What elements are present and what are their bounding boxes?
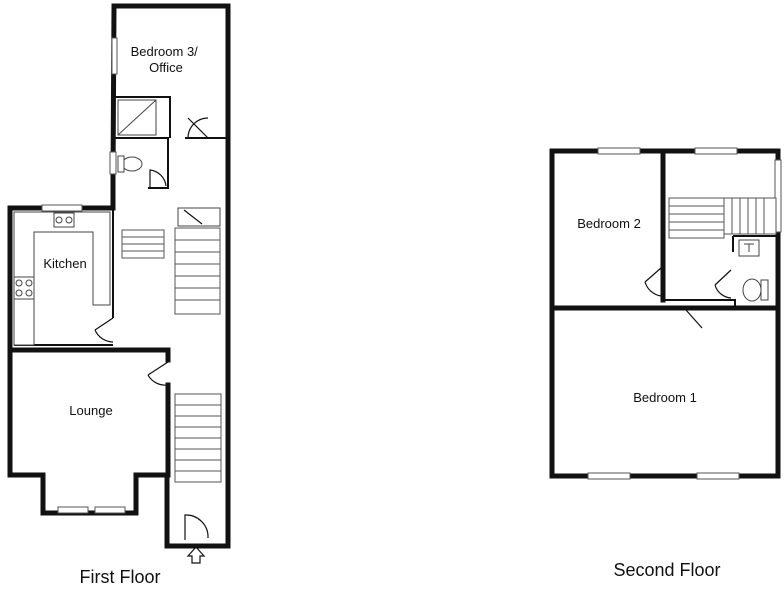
- wall-bedroom3-bottom: [114, 96, 228, 139]
- second-floor-plan: Bedroom 2 Bedroom 1 Second Floor: [549, 147, 782, 580]
- room-label-bedroom1: Bedroom 1: [633, 390, 697, 405]
- bathroom-window: [109, 151, 117, 175]
- stairs-second-floor: [668, 197, 777, 239]
- stairs-upper: [174, 227, 221, 315]
- hob-ring: [15, 279, 23, 287]
- door-ensuite: [714, 269, 732, 299]
- bedroom1-window-right: [696, 472, 740, 480]
- sink-bowl-left: [55, 216, 63, 224]
- wall-ensuite: [732, 235, 776, 252]
- bedroom3-window: [111, 37, 118, 75]
- shower-divider: [117, 99, 157, 136]
- kitchen-window: [41, 204, 83, 212]
- wall-landing: [663, 299, 736, 308]
- room-label-lounge: Lounge: [69, 403, 112, 418]
- landing-window: [694, 147, 738, 155]
- stairwell-window: [774, 159, 782, 233]
- landing-cupboard: [177, 207, 221, 227]
- hob-ring: [25, 279, 33, 287]
- hob-ring: [25, 289, 33, 297]
- toilet-cistern-second: [760, 279, 769, 301]
- toilet-cistern: [117, 155, 125, 173]
- door-kitchen: [94, 317, 114, 343]
- first-floor-plan: Bedroom 3/ Office Kitchen Lounge First F…: [7, 3, 231, 587]
- floor-title-first: First Floor: [80, 567, 161, 587]
- first-floor-outer-walls: [7, 3, 231, 549]
- door-bathroom: [149, 169, 167, 188]
- floor-title-second: Second Floor: [613, 560, 720, 580]
- wall-bathroom: [114, 137, 169, 189]
- stairs-small: [121, 229, 165, 259]
- room-label-bedroom2: Bedroom 2: [577, 216, 641, 231]
- sink-bowl-right: [65, 216, 73, 224]
- bedroom1-window-left: [587, 472, 631, 480]
- toilet-icon-second: [742, 278, 762, 302]
- door-bedroom3: [187, 117, 209, 139]
- landing-cupboard-door: [183, 209, 203, 225]
- door-lounge: [147, 361, 169, 386]
- door-bedroom1: [685, 306, 707, 329]
- lounge-window-right: [94, 506, 126, 514]
- entrance-arrow-icon: [186, 546, 206, 564]
- bedroom2-window: [597, 147, 641, 155]
- stairs-lower: [174, 393, 222, 483]
- room-label-bedroom3: Bedroom 3/ Office: [131, 44, 202, 75]
- door-bedroom2: [644, 267, 662, 297]
- hob-ring: [15, 289, 23, 297]
- tap-icon: [744, 243, 754, 252]
- door-front: [184, 514, 209, 540]
- toilet-icon: [121, 156, 143, 172]
- room-label-kitchen: Kitchen: [43, 256, 86, 271]
- lounge-window-left: [57, 506, 89, 514]
